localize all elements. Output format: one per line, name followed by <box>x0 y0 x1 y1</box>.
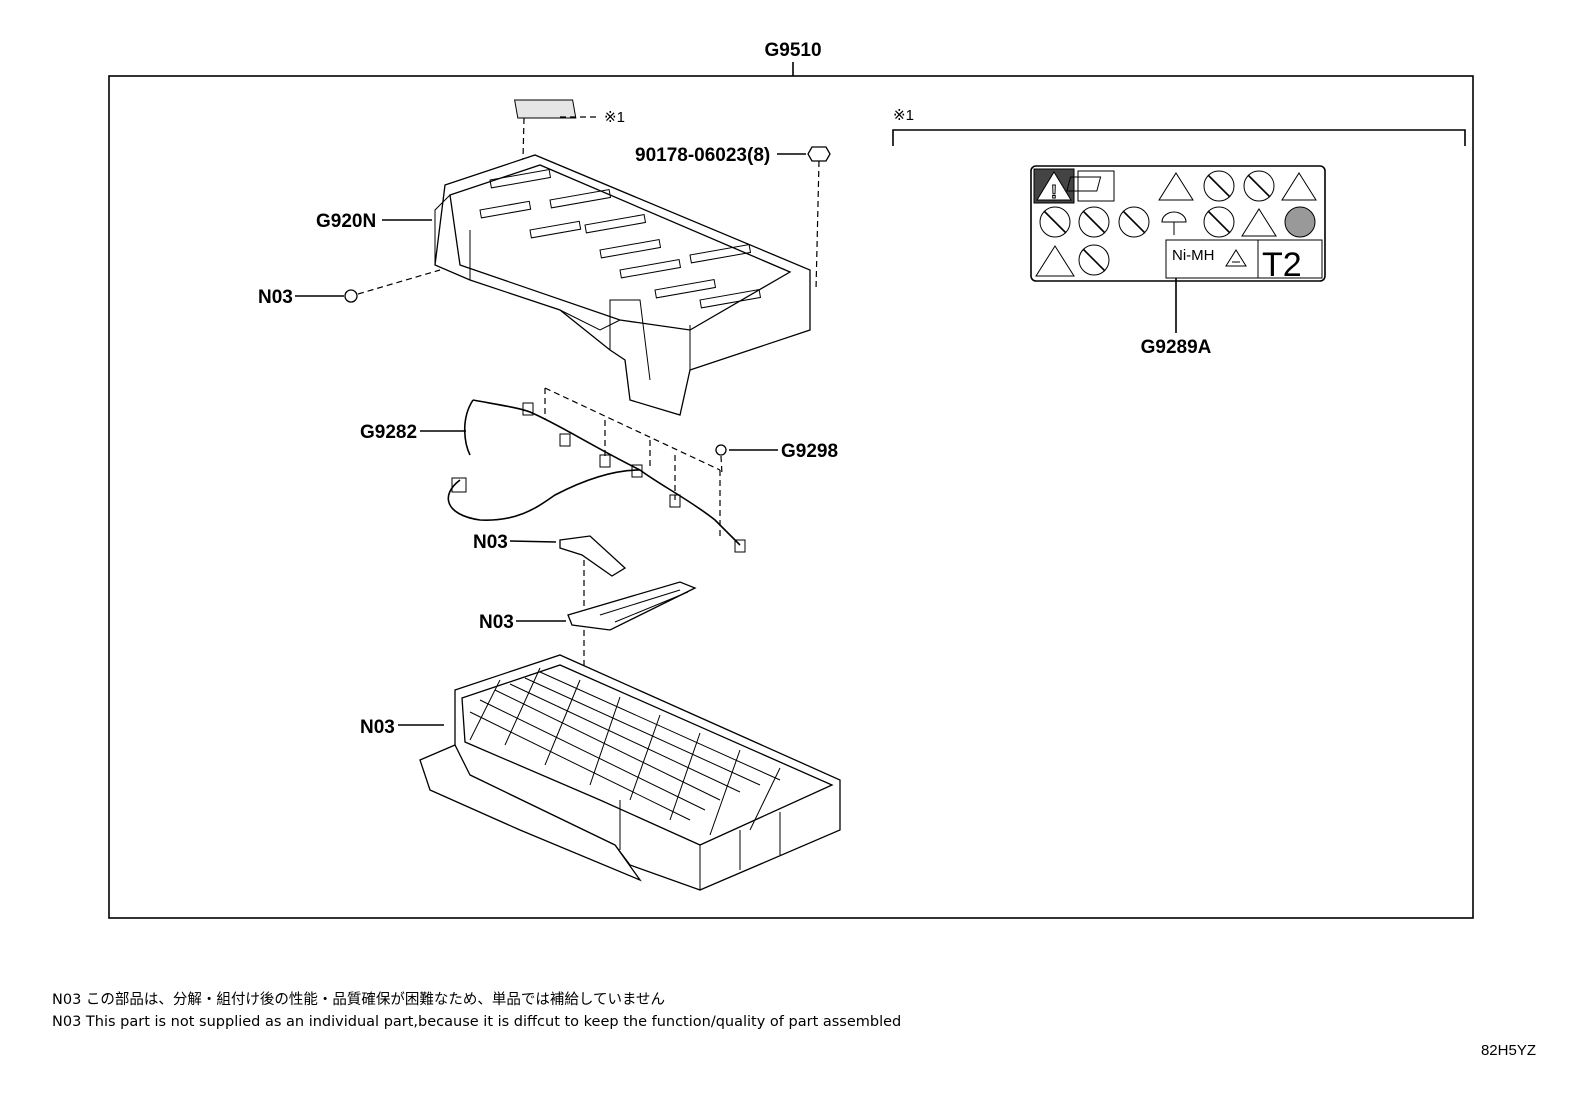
nut-part <box>807 146 831 291</box>
clip-label[interactable]: G9298 <box>781 441 838 462</box>
warning-label-part[interactable]: G9289A <box>1141 337 1212 358</box>
bracket-upper <box>559 535 627 577</box>
wire-harness <box>447 387 746 553</box>
bolt-part <box>344 269 441 303</box>
battery-cover <box>434 99 811 416</box>
svg-text:!: ! <box>1051 182 1057 202</box>
nut-label[interactable]: 90178-06023(8) <box>635 145 770 166</box>
sticker-label <box>514 99 577 119</box>
n03-bracket-2-label[interactable]: N03 <box>479 612 514 633</box>
n03-bracket-1-label[interactable]: N03 <box>473 532 508 553</box>
warning-label-plate: ! Ni-MH <box>1030 165 1326 284</box>
n03-battery-label[interactable]: N03 <box>360 717 395 738</box>
note-bracket <box>892 129 1466 146</box>
bracket-lower <box>567 581 697 631</box>
recycle-icon <box>1225 249 1247 267</box>
battery-module <box>419 654 841 891</box>
cover-label[interactable]: G920N <box>316 211 376 232</box>
n03-bracket-1-leader <box>509 540 557 543</box>
assembly-frame <box>108 75 1474 919</box>
sticker-note-mark: ※1 <box>604 109 625 126</box>
clip-part <box>715 444 727 476</box>
chemistry-text: Ni-MH <box>1172 247 1215 264</box>
assembly-label[interactable]: G9510 <box>764 40 821 61</box>
diagram-code: 82H5YZ <box>1480 1042 1536 1059</box>
n03-bolt-label[interactable]: N03 <box>258 287 293 308</box>
note-bracket-mark: ※1 <box>893 107 914 124</box>
note-english: N03 This part is not supplied as an indi… <box>52 1014 902 1030</box>
class-text: T2 <box>1262 246 1302 284</box>
note-japanese: N03 この部品は、分解・組付け後の性能・品質確保が困難なため、単品では補給して… <box>52 992 666 1008</box>
harness-label[interactable]: G9282 <box>360 422 417 443</box>
